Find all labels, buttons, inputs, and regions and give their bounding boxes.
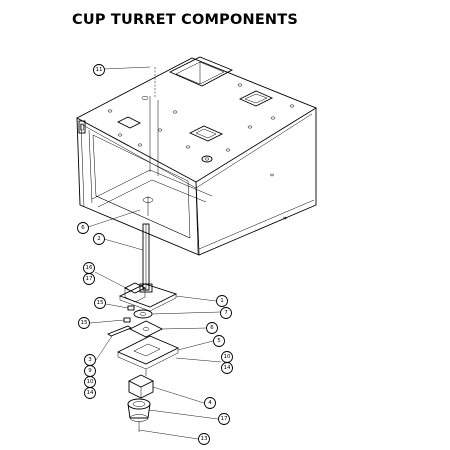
top-plate-thickness <box>80 113 313 189</box>
callout-17-upper: 17 <box>83 273 95 285</box>
callout-10-right: 10 <box>221 351 233 363</box>
svg-text:6: 6 <box>81 225 85 231</box>
svg-text:15: 15 <box>97 300 104 306</box>
svg-text:9: 9 <box>88 368 92 374</box>
callout-4: 4 <box>204 397 216 409</box>
svg-text:1: 1 <box>220 298 224 304</box>
cabinet-front-face <box>76 117 200 256</box>
svg-text:7: 7 <box>224 310 228 316</box>
cabinet-frame <box>76 57 317 256</box>
cup-holder <box>127 398 151 410</box>
callout-13: 13 <box>198 433 210 445</box>
drive-coupling <box>127 374 155 388</box>
callout-10-left: 10 <box>84 376 96 388</box>
svg-text:5: 5 <box>217 338 221 344</box>
front-opening <box>92 134 191 239</box>
callout-6-lower: 6 <box>206 322 218 334</box>
leader-lines <box>87 66 222 440</box>
svg-text:11: 11 <box>96 67 103 73</box>
svg-text:6: 6 <box>210 325 214 331</box>
callout-15-lower: 15 <box>78 317 90 329</box>
callout-1: 1 <box>216 295 228 307</box>
turret-disk <box>128 320 164 338</box>
spacer-washer <box>133 309 153 319</box>
mounting-bracket <box>118 283 178 308</box>
svg-text:3: 3 <box>88 357 92 363</box>
motor-plate <box>116 335 180 365</box>
diagram-title: CUP TURRET COMPONENTS <box>72 12 298 28</box>
callout-7: 7 <box>220 307 232 319</box>
turret-shaft-assembly <box>107 67 180 432</box>
svg-text:10: 10 <box>87 379 94 385</box>
svg-text:17: 17 <box>221 416 228 422</box>
corner-bracket <box>78 120 86 134</box>
cabinet-right-face <box>195 108 317 256</box>
callout-11: 11 <box>93 64 105 76</box>
svg-text:13: 13 <box>201 436 208 442</box>
callout-16: 16 <box>83 262 95 274</box>
callout-3: 3 <box>84 354 96 366</box>
callout-9: 9 <box>84 365 96 377</box>
svg-text:2: 2 <box>97 236 101 242</box>
svg-text:15: 15 <box>81 320 88 326</box>
callout-14-right: 14 <box>221 362 233 374</box>
svg-text:14: 14 <box>87 390 94 396</box>
callout-14-left: 14 <box>84 387 96 399</box>
svg-text:4: 4 <box>208 400 212 406</box>
svg-text:10: 10 <box>224 354 231 360</box>
cabinet-top-face <box>76 57 317 183</box>
callout-5: 5 <box>213 335 225 347</box>
svg-text:17: 17 <box>86 276 93 282</box>
callout-17-lower: 17 <box>218 413 230 425</box>
callout-15-upper: 15 <box>94 297 106 309</box>
callout-6-upper: 6 <box>77 222 89 234</box>
top-face-cutouts <box>107 56 295 220</box>
svg-text:14: 14 <box>224 365 231 371</box>
callout-2: 2 <box>93 233 105 245</box>
svg-text:16: 16 <box>86 265 93 271</box>
